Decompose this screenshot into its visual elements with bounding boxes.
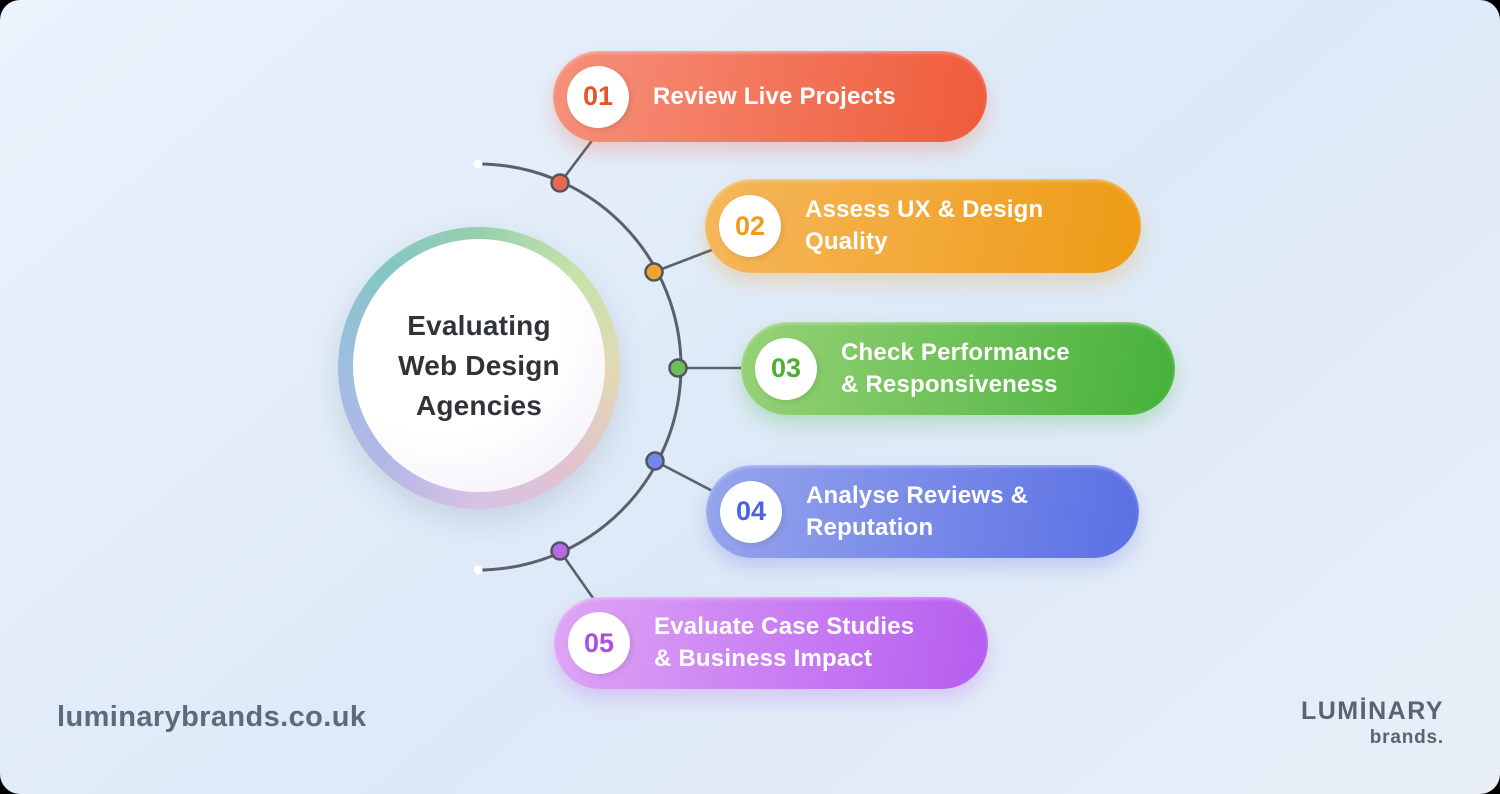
step-pill-5: 05 Evaluate Case Studies & Business Impa… — [554, 597, 988, 689]
brand-logo: LUMİNARY brands. — [1301, 697, 1444, 749]
node-dot-step-3 — [668, 358, 688, 378]
brand-logo-name: LUMİNARY — [1300, 697, 1444, 725]
step-label: Check Performance & Responsiveness — [841, 338, 1070, 398]
step-number-badge: 05 — [568, 612, 630, 674]
step-pill-3: 03 Check Performance & Responsiveness — [741, 322, 1175, 415]
step-pill-4: 04 Analyse Reviews & Reputation — [706, 465, 1139, 558]
arc-end-dot — [473, 565, 483, 575]
step-label: Analyse Reviews & Reputation — [806, 481, 1029, 541]
step-label: Assess UX & Design Quality — [805, 196, 1044, 255]
node-dot-step-4 — [645, 451, 665, 471]
node-dot-step-2 — [644, 262, 664, 282]
step-number-badge: 04 — [720, 480, 782, 543]
central-topic-inner: Evaluating Web Design Agencies — [353, 239, 605, 492]
central-title-line: Evaluating — [407, 309, 551, 341]
step-number-badge: 01 — [567, 65, 629, 128]
node-dot-step-5 — [550, 541, 570, 561]
step-pill-1: 01 Review Live Projects — [553, 51, 987, 142]
central-title-line: Web Design — [398, 349, 560, 381]
brand-logo-suffix: brands. — [1369, 727, 1444, 748]
step-pill-2: 02 Assess UX & Design Quality — [705, 179, 1141, 273]
central-topic-circle: Evaluating Web Design Agencies — [338, 227, 620, 509]
step-label: Review Live Projects — [653, 82, 896, 110]
step-label: Evaluate Case Studies & Business Impact — [654, 613, 915, 672]
node-dot-step-1 — [550, 173, 570, 193]
step-number-badge: 02 — [719, 195, 781, 257]
step-number-badge: 03 — [755, 337, 817, 400]
website-url: luminarybrands.co.uk — [57, 701, 367, 733]
central-title-line: Agencies — [415, 389, 543, 421]
spoke-step-2 — [653, 244, 723, 274]
arc-start-dot — [473, 159, 483, 169]
